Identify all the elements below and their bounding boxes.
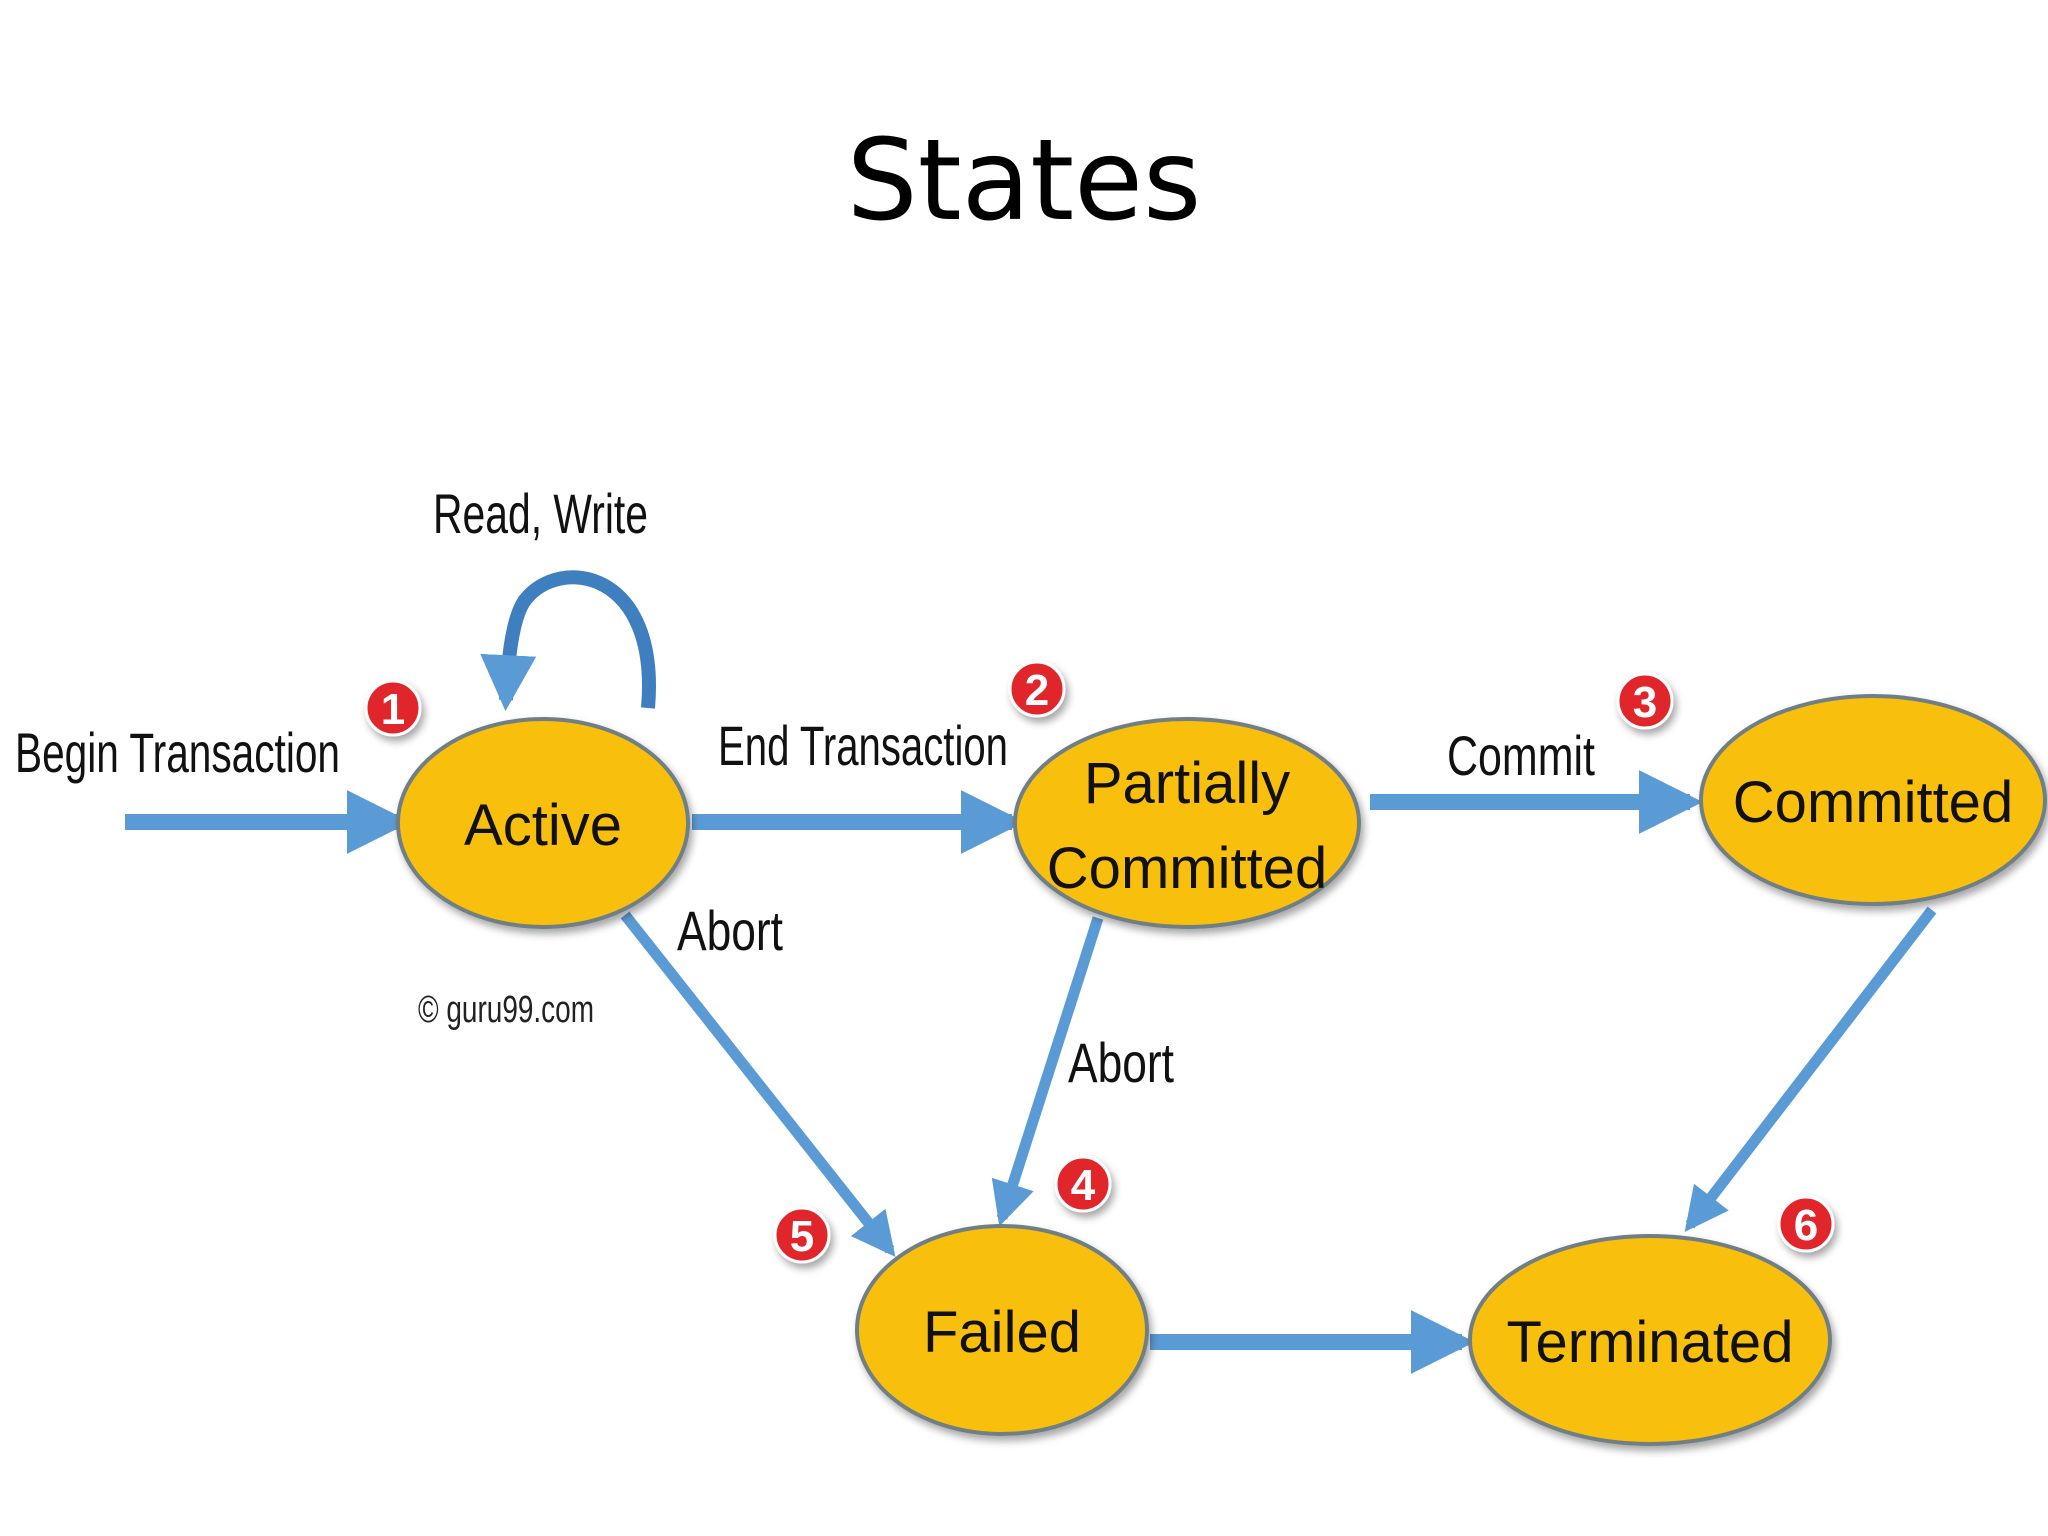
state-partially-committed-label-line1: Partially — [1084, 751, 1290, 816]
state-partially-committed-label-line2: Committed — [1047, 836, 1327, 901]
badge-5-label: 5 — [790, 1212, 814, 1261]
label-end-transaction: End Transaction — [718, 714, 1008, 777]
badge-1: 1 — [364, 679, 422, 737]
arrow-self-loop-read-write — [480, 570, 656, 712]
badge-6-circle — [1777, 1195, 1835, 1253]
state-terminated-shape — [1468, 1234, 1832, 1446]
badge-4: 4 — [1054, 1155, 1112, 1213]
badge-5-circle — [773, 1206, 831, 1264]
state-committed-label: Committed — [1733, 770, 2013, 835]
badge-4-label: 4 — [1071, 1161, 1096, 1210]
badge-1-label: 1 — [381, 685, 405, 734]
badge-2: 2 — [1008, 660, 1066, 718]
badge-3-label: 3 — [1633, 678, 1657, 727]
state-committed: Committed — [1699, 694, 2047, 906]
badge-1-circle — [364, 679, 422, 737]
state-failed: Failed — [855, 1224, 1149, 1436]
label-read-write: Read, Write — [433, 482, 648, 545]
arrow-partial-to-failed — [991, 916, 1104, 1227]
state-terminated-label: Terminated — [1507, 1310, 1794, 1375]
state-committed-shape — [1699, 694, 2047, 906]
label-begin-transaction: Begin Transaction — [15, 721, 340, 784]
state-active-shape — [396, 717, 690, 929]
state-failed-shape — [855, 1224, 1149, 1436]
state-active: Active — [396, 717, 690, 929]
badge-2-label: 2 — [1025, 666, 1049, 715]
badge-3-circle — [1616, 672, 1674, 730]
state-partially-committed-shape — [1013, 717, 1361, 929]
arrow-committed-to-terminated — [1684, 906, 1937, 1232]
copyright-text: © guru99.com — [418, 989, 594, 1031]
arrow-active-to-failed — [620, 911, 896, 1257]
label-abort-partial: Abort — [1068, 1031, 1174, 1094]
arrows — [125, 570, 1937, 1374]
badge-3: 3 — [1616, 672, 1674, 730]
state-terminated: Terminated — [1468, 1234, 1832, 1446]
badge-2-circle — [1008, 660, 1066, 718]
badge-6: 6 — [1777, 1195, 1835, 1253]
state-active-label: Active — [464, 793, 622, 858]
badge-5: 5 — [773, 1206, 831, 1264]
badge-4-circle — [1054, 1155, 1112, 1213]
slide-title: States — [846, 116, 1202, 246]
label-commit: Commit — [1447, 724, 1595, 787]
label-abort-active: Abort — [677, 899, 783, 962]
badge-6-label: 6 — [1794, 1201, 1818, 1250]
state-failed-label: Failed — [923, 1300, 1081, 1365]
state-partially-committed: Partially Committed — [1013, 717, 1361, 929]
